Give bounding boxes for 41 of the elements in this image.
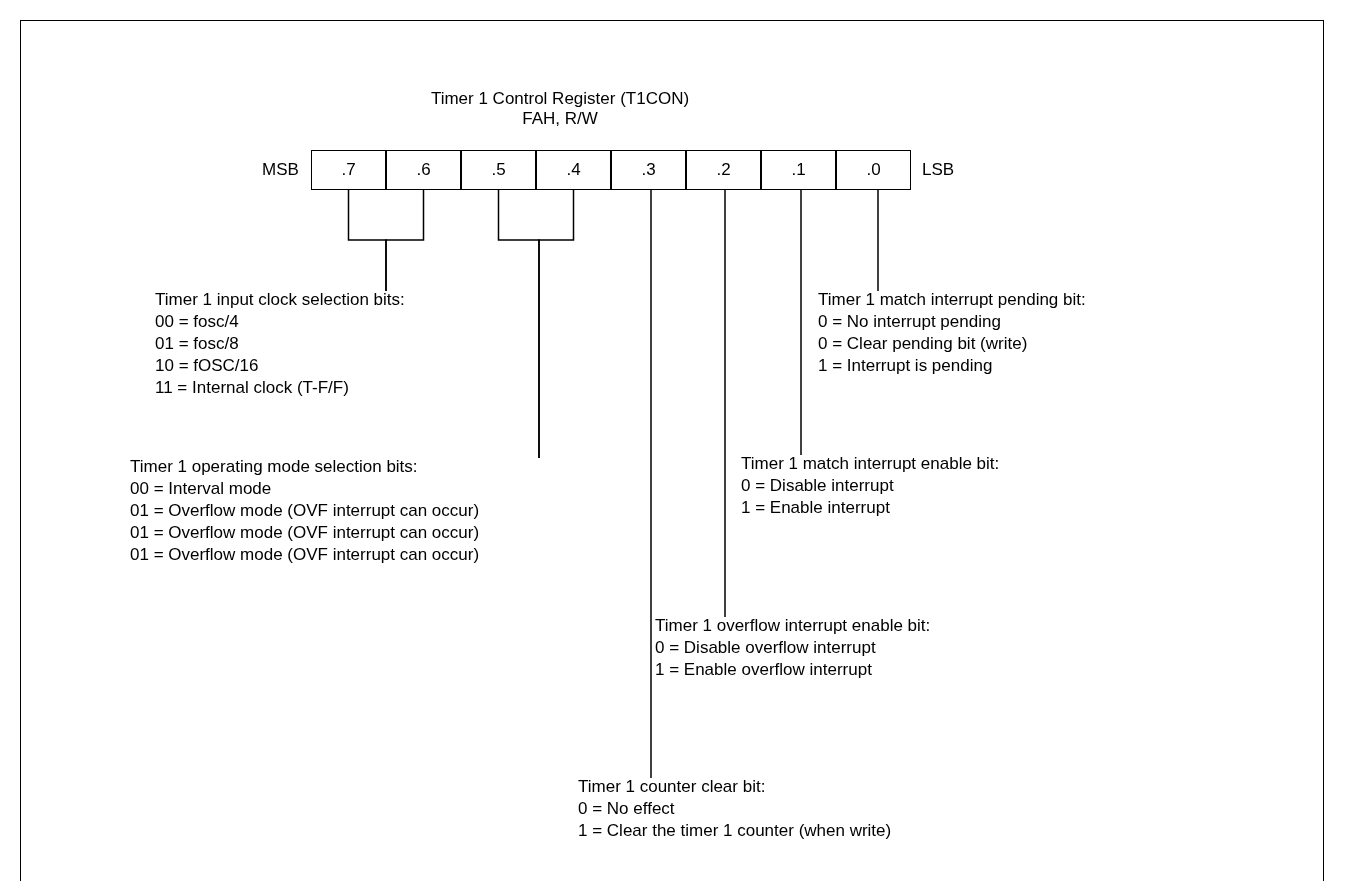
- bit-order-label: MSB: [262, 160, 299, 180]
- bit-cell: .3: [611, 150, 686, 190]
- bit-value-line: 00 = Interval mode: [130, 478, 273, 500]
- bit-cell: .6: [386, 150, 461, 190]
- leader-line: [385, 189, 425, 292]
- bit-order-label: LSB: [922, 160, 955, 180]
- leader-line: [877, 189, 879, 292]
- bit-value-line: 11 = Internal clock (T-F/F): [155, 377, 350, 399]
- leader-line: [724, 189, 726, 618]
- bit-value-line: 0 = No effect: [578, 798, 676, 820]
- register-title: Timer 1 Control Register (T1CON): [429, 89, 691, 109]
- leader-line: [650, 189, 652, 779]
- bit-value-line: 01 = Overflow mode (OVF interrupt can occur): [130, 500, 480, 522]
- bit-value-line: 0 = Disable interrupt: [741, 475, 895, 497]
- bit-value-line: 1 = Clear the timer 1 counter (when write): [578, 820, 892, 842]
- bit-value-line: 1 = Enable overflow interrupt: [655, 659, 873, 681]
- leader-line: [538, 189, 575, 459]
- field-description-heading: Timer 1 match interrupt pending bit:: [818, 289, 1086, 311]
- bit-cell: .0: [836, 150, 911, 190]
- bit-cell: .2: [686, 150, 761, 190]
- bit-value-line: 01 = Overflow mode (OVF interrupt can occur): [130, 544, 480, 566]
- bit-cell: .5: [461, 150, 536, 190]
- field-description-heading: Timer 1 counter clear bit:: [578, 776, 767, 798]
- field-description-heading: Timer 1 match interrupt enable bit:: [741, 453, 1000, 475]
- bit-cell: .1: [761, 150, 836, 190]
- leader-line: [800, 189, 802, 456]
- bit-value-line: 0 = No interrupt pending: [818, 311, 1002, 333]
- field-description-heading: Timer 1 input clock selection bits:: [155, 289, 405, 311]
- bit-value-line: 01 = fosc/8: [155, 333, 240, 355]
- bit-value-line: 01 = Overflow mode (OVF interrupt can occur): [130, 522, 480, 544]
- register-address: FAH, R/W: [521, 109, 599, 129]
- bit-value-line: 00 = fosc/4: [155, 311, 240, 333]
- bit-value-line: 1 = Enable interrupt: [741, 497, 891, 519]
- field-description-heading: Timer 1 overflow interrupt enable bit:: [655, 615, 931, 637]
- bit-cell: .4: [536, 150, 611, 190]
- bit-cell: .7: [311, 150, 386, 190]
- bit-value-line: 0 = Clear pending bit (write): [818, 333, 1029, 355]
- bit-value-line: 1 = Interrupt is pending: [818, 355, 994, 377]
- field-description-heading: Timer 1 operating mode selection bits:: [130, 456, 419, 478]
- bit-value-line: 10 = fOSC/16: [155, 355, 260, 377]
- bit-value-line: 0 = Disable overflow interrupt: [655, 637, 877, 659]
